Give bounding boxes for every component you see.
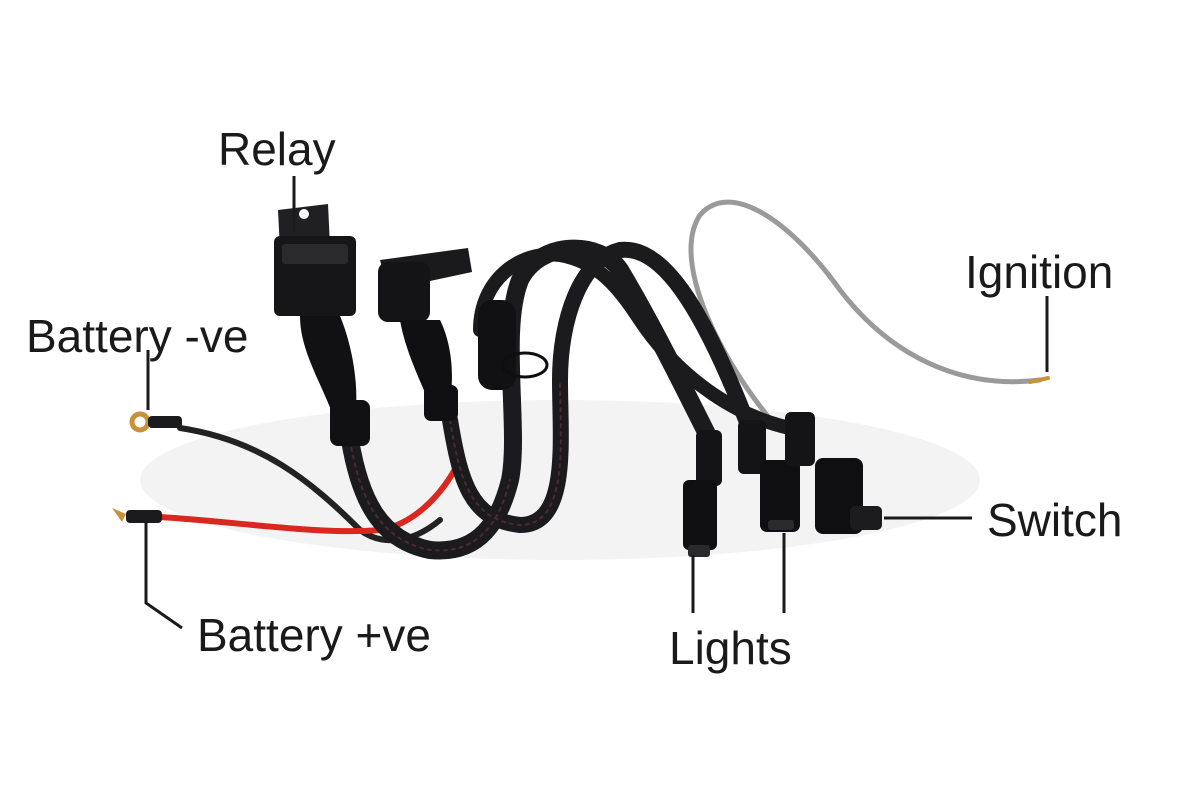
battery-negative-label: Battery -ve [26,310,249,362]
ignition-label: Ignition [965,246,1114,298]
relay-label: Relay [218,123,336,175]
taped-junction [478,300,549,390]
relay-block-icon [274,204,370,446]
battery-positive-wire [157,457,463,535]
switch-label: Switch [987,494,1123,546]
leader-lines [144,176,1049,630]
waterproof-connector-icon [683,430,722,557]
ignition-wire-tip [1028,376,1050,384]
waterproof-connector-icon [738,420,800,532]
ring-terminal-icon [129,411,182,433]
battery-positive-label: Battery +ve [197,609,431,661]
lights-label: Lights [669,622,792,674]
ignition-wire [688,199,1043,428]
fuse-holder-icon [378,248,472,421]
ring-terminal-icon [112,508,162,523]
waterproof-connector-icon [785,412,882,534]
battery-positive-leader-line [144,520,183,630]
